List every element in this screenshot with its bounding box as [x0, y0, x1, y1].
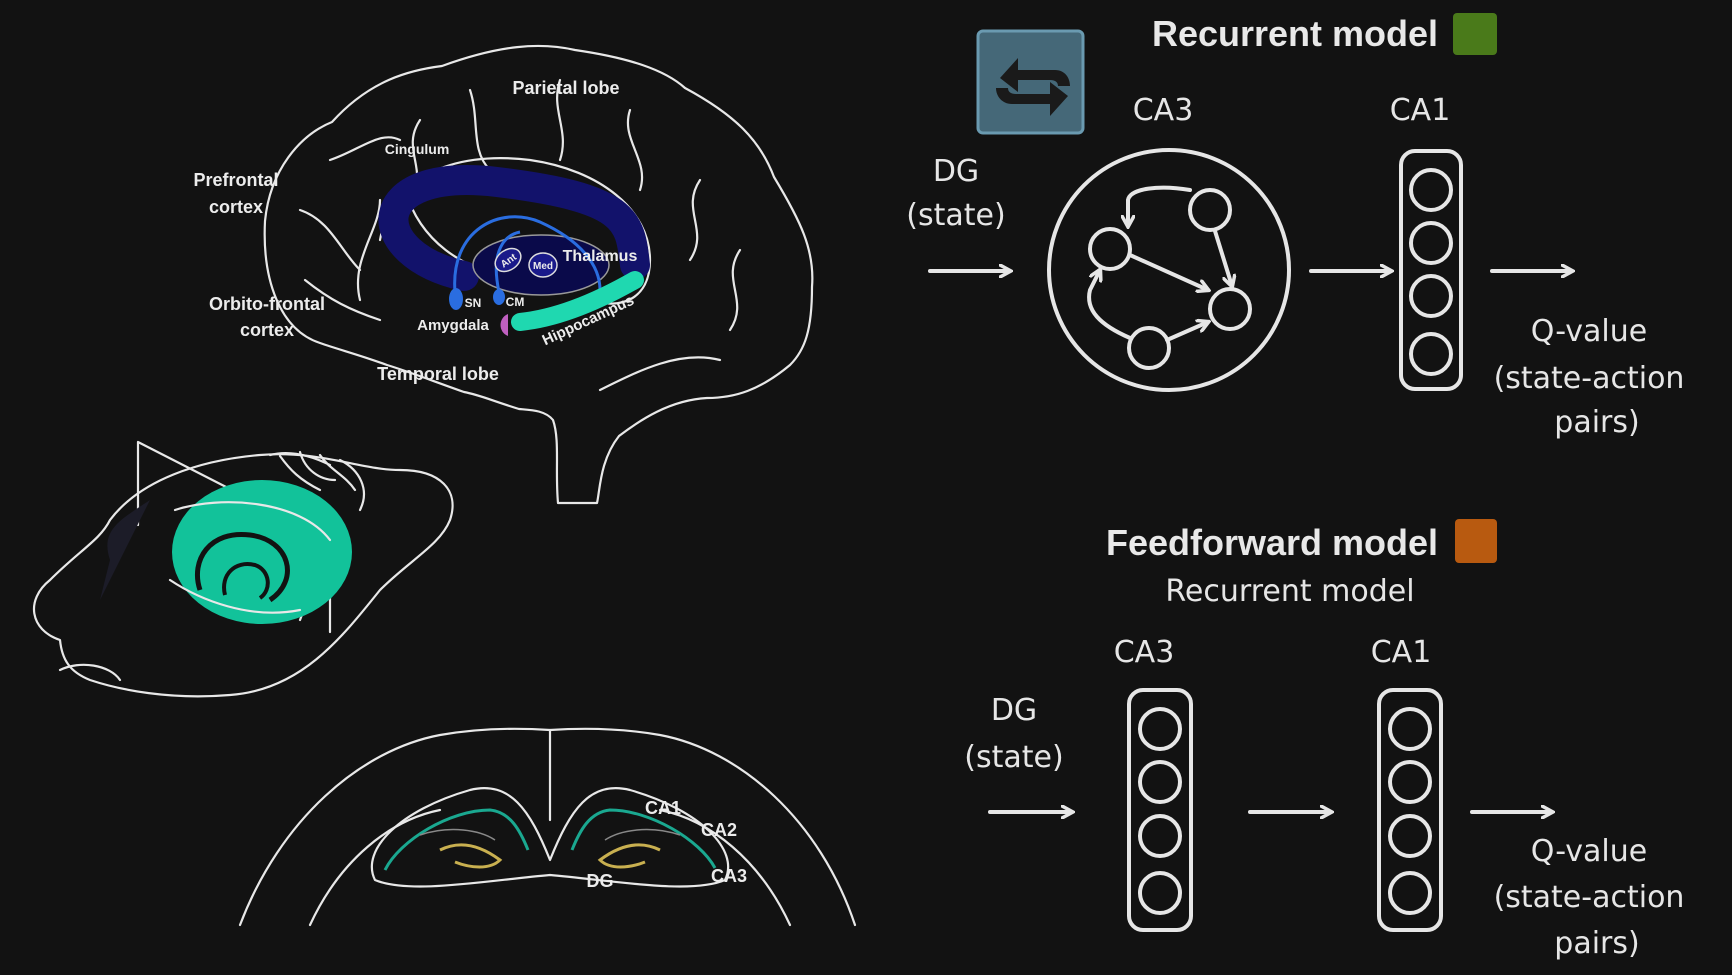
recurrent-output-sublabel-2: pairs) [1554, 405, 1639, 440]
feedforward-output-label: Q-value [1531, 834, 1647, 869]
feedforward-subtitle: Recurrent model [1165, 574, 1414, 609]
ca1-node [1409, 274, 1453, 318]
recurrent-ca1-label: CA1 [1390, 93, 1451, 128]
label-ca3: CA3 [711, 866, 747, 886]
ca1-node [1409, 332, 1453, 376]
cm-nucleus [493, 289, 505, 305]
ca3-node [1127, 326, 1171, 370]
label-prefrontal: Prefrontal [193, 170, 278, 190]
feedforward-ca1-label: CA1 [1371, 635, 1432, 670]
label-parietal-lobe: Parietal lobe [512, 78, 619, 98]
label-prefrontal-cortex: cortex [209, 197, 263, 217]
ca3-node [1138, 707, 1182, 751]
hippocampus-shape [511, 271, 644, 331]
feedforward-model-title: Feedforward model [1106, 522, 1438, 563]
feedforward-input-sublabel: (state) [964, 740, 1063, 775]
label-orbito-frontal: Orbito-frontal [209, 294, 325, 314]
ca1-layer [1377, 688, 1443, 932]
feedforward-model-diagram: Feedforward model Recurrent model CA3 CA… [964, 519, 1684, 961]
recurrent-model-title: Recurrent model [1152, 13, 1438, 54]
feedforward-input-label: DG [991, 693, 1037, 728]
recurrent-ca3-label: CA3 [1133, 93, 1194, 128]
ca3-node [1138, 871, 1182, 915]
repeat-icon [976, 29, 1085, 135]
ca1-layer [1399, 149, 1463, 391]
recurrent-color-swatch [1453, 13, 1497, 55]
feedforward-output-sublabel-2: pairs) [1554, 926, 1639, 961]
amygdala-shape [500, 314, 508, 336]
label-cingulum: Cingulum [385, 141, 450, 157]
label-amygdala: Amygdala [417, 317, 489, 334]
brain-outline [263, 44, 814, 505]
ca3-node [1138, 814, 1182, 858]
ca3-layer [1127, 688, 1193, 932]
sn-nucleus [449, 288, 463, 310]
recurrent-output-label: Q-value [1531, 314, 1647, 349]
human-brain-illustration: Parietal lobe Cingulum Prefrontal cortex… [193, 44, 814, 505]
label-dg: DG [587, 871, 614, 891]
ca3-node [1088, 227, 1132, 271]
label-ca2: CA2 [701, 820, 737, 840]
feedforward-color-swatch [1455, 519, 1497, 563]
feedforward-output-sublabel: (state-action [1494, 880, 1685, 915]
label-temporal-lobe: Temporal lobe [377, 364, 499, 384]
recurrent-input-label: DG [933, 154, 979, 189]
fornix [453, 215, 602, 293]
ca1-node [1409, 221, 1453, 265]
label-orbito-cortex: cortex [240, 320, 294, 340]
coronal-section-illustration: CA1 CA2 CA3 DG [238, 727, 857, 927]
ca1-node [1388, 760, 1432, 804]
ca1-node [1409, 168, 1453, 212]
label-sn: SN [465, 296, 482, 310]
label-cm: CM [506, 295, 525, 309]
ca3-recurrent-circle [1047, 148, 1291, 392]
recurrent-output-sublabel: (state-action [1494, 361, 1685, 396]
ca3-node [1138, 760, 1182, 804]
label-med: Med [533, 261, 553, 272]
recurrent-model-diagram: Recurrent model CA3 CA1 DG (state) Q-val… [906, 13, 1684, 440]
corpus-callosum [378, 165, 650, 291]
ca3-node [1208, 287, 1252, 331]
label-thalamus: Thalamus [563, 248, 638, 265]
ca3-node [1188, 188, 1232, 232]
ca1-node [1388, 707, 1432, 751]
feedforward-ca3-label: CA3 [1114, 635, 1175, 670]
rodent-brain-illustration [32, 440, 454, 698]
label-ca1: CA1 [645, 798, 681, 818]
rodent-hippocampus [172, 480, 352, 624]
ca1-node [1388, 871, 1432, 915]
ca1-node [1388, 814, 1432, 858]
recurrent-input-sublabel: (state) [906, 198, 1005, 233]
